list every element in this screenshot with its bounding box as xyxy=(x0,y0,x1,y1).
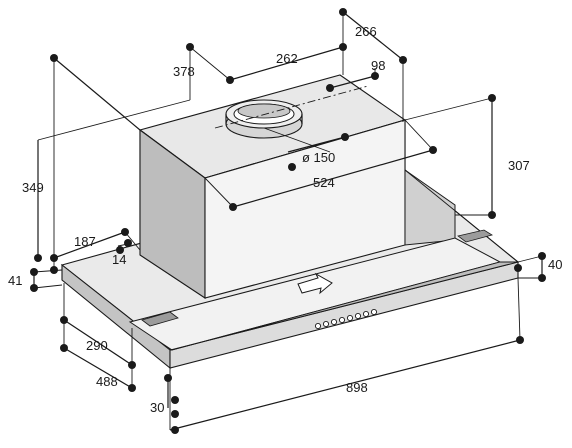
dim-524: 524 xyxy=(313,175,335,190)
dim-307: 307 xyxy=(508,158,530,173)
dim-98: 98 xyxy=(371,58,385,73)
dim-40: 40 xyxy=(548,257,562,272)
button-row-icon xyxy=(314,308,378,330)
dim-349: 349 xyxy=(22,180,44,195)
dim-150: ø 150 xyxy=(302,150,335,165)
dim-262: 262 xyxy=(276,51,298,66)
exhaust-collar xyxy=(225,99,303,139)
dim-378: 378 xyxy=(173,64,195,79)
arrow-down-right-icon xyxy=(297,272,333,295)
dim-898: 898 xyxy=(346,380,368,395)
left-slot xyxy=(141,311,179,327)
dim-14: 14 xyxy=(112,252,126,267)
dim-266: 266 xyxy=(355,24,377,39)
right-slot xyxy=(457,229,493,243)
dimension-lines xyxy=(30,8,546,434)
dim-41: 41 xyxy=(8,273,22,288)
dim-290: 290 xyxy=(86,338,108,353)
dim-30: 30 xyxy=(150,400,164,415)
dim-187: 187 xyxy=(74,234,96,249)
rear-panel xyxy=(404,169,456,246)
dim-488: 488 xyxy=(96,374,118,389)
